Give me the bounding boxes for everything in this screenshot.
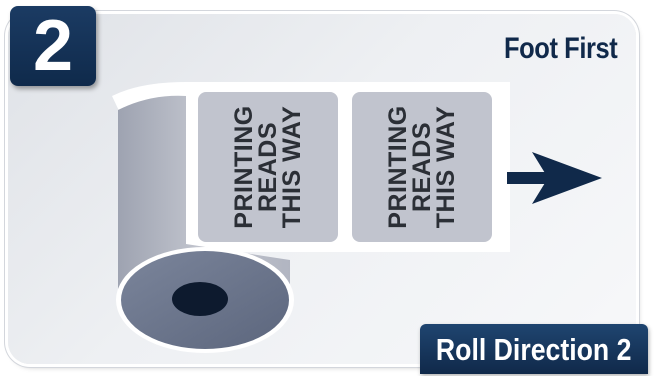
label-2: [352, 92, 492, 242]
step-number-badge: 2: [10, 6, 96, 86]
roll-body: [118, 95, 290, 301]
diagram-title: Foot First: [503, 32, 618, 65]
label-1: [198, 92, 338, 242]
arrow-right-icon: [507, 152, 602, 204]
label-1-line-2: READS: [254, 122, 282, 213]
label-1-text: PRINTING READS THIS WAY: [230, 103, 306, 231]
roll-core: [172, 282, 228, 316]
label-1-line-3: THIS WAY: [278, 105, 306, 229]
label-1-line-1: PRINTING: [230, 105, 258, 229]
label-2-line-2: READS: [408, 122, 436, 213]
label-2-line-1: PRINTING: [384, 105, 412, 229]
roll-direction-label: Roll Direction 2: [436, 332, 632, 367]
label-2-line-3: THIS WAY: [432, 105, 460, 229]
label-2-text: PRINTING READS THIS WAY: [384, 103, 460, 231]
roll-direction-badge: Roll Direction 2: [420, 324, 648, 374]
